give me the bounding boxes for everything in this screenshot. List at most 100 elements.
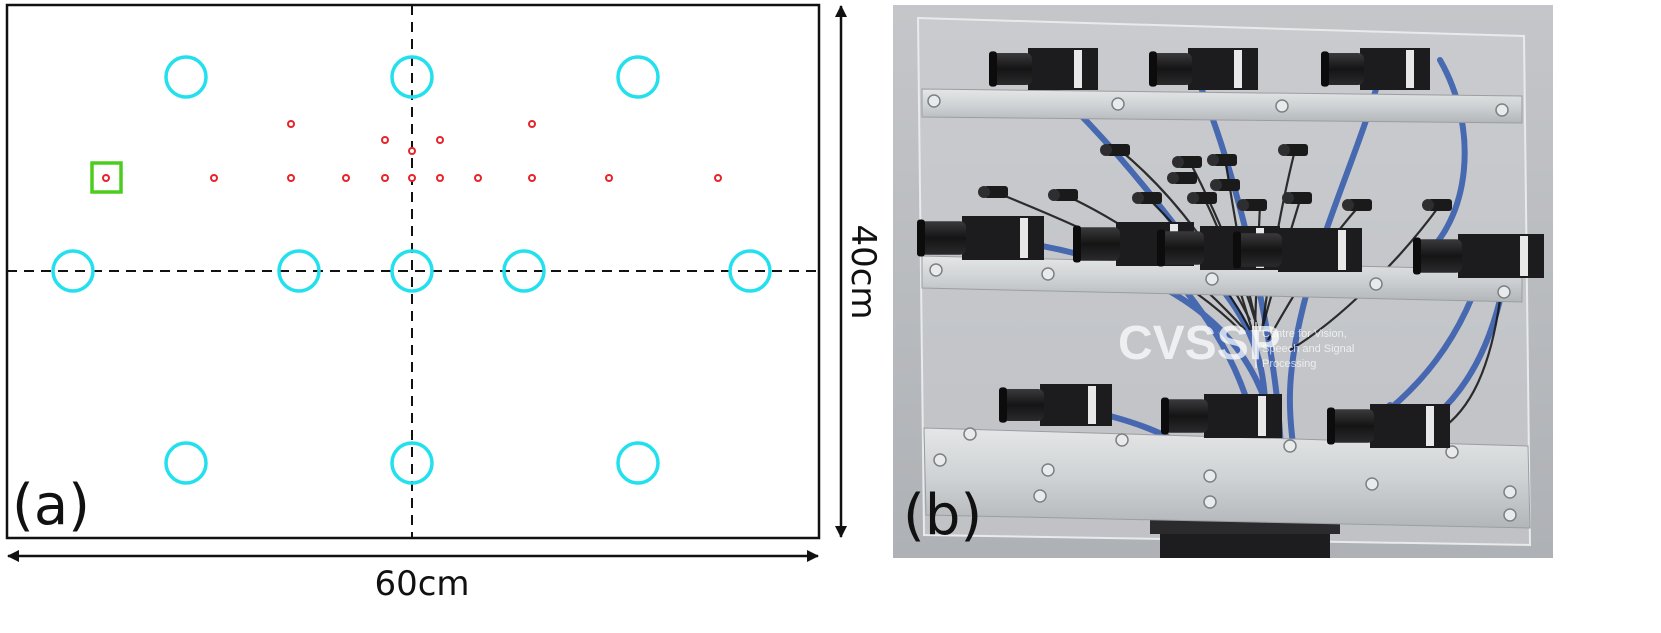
tripod-mount-plate (1150, 520, 1340, 534)
bolt (1033, 489, 1047, 503)
camera-lens (1416, 239, 1462, 273)
panel-b-label: (b) (903, 483, 982, 548)
bolt (1111, 97, 1125, 111)
target-point (287, 120, 295, 128)
lens-rim (1161, 397, 1169, 435)
camera-lens (1076, 227, 1120, 261)
sync-connector-tip (1167, 172, 1179, 184)
lens-rim (1413, 237, 1421, 275)
sync-connector (1138, 192, 1162, 204)
camera-positions (51, 55, 772, 485)
bolt (963, 427, 977, 441)
bolt (927, 94, 941, 108)
camera-label-stripe (1020, 218, 1028, 258)
target-point (474, 174, 482, 182)
camera-lens (1236, 233, 1282, 267)
camera-body (1360, 48, 1430, 90)
sync-connector-tip (1132, 192, 1144, 204)
sync-connector (1348, 199, 1372, 211)
bolt (1445, 445, 1459, 459)
camera-body (1370, 404, 1450, 448)
target-point (436, 174, 444, 182)
target-point (342, 174, 350, 182)
sync-connector-tip (1187, 192, 1199, 204)
sync-connector (1428, 199, 1452, 211)
cvssp-logo: CVSSP (1118, 317, 1281, 370)
camera-body (1458, 234, 1544, 278)
camera-label-stripe (1074, 50, 1082, 88)
sync-connector (1284, 144, 1308, 156)
rig-camera (1161, 394, 1282, 438)
bolt (1369, 277, 1383, 291)
sync-connector-tip (1207, 154, 1219, 166)
sync-connector-tip (1210, 179, 1222, 191)
reference-marker-square (90, 161, 123, 194)
camera-label-stripe (1258, 396, 1266, 436)
camera-position-circle (164, 441, 208, 485)
lens-rim (1233, 231, 1241, 269)
sync-connector (1288, 192, 1312, 204)
bolt (1503, 508, 1517, 522)
rig-camera (1321, 48, 1430, 90)
rig-camera (1233, 228, 1362, 272)
sync-connector (1213, 154, 1237, 166)
target-point (210, 174, 218, 182)
lens-rim (1321, 51, 1329, 87)
camera-lens (1330, 409, 1374, 443)
camera-lens (992, 53, 1032, 85)
camera-position-circle (502, 249, 546, 293)
lens-rim (1157, 229, 1165, 267)
sync-connector (1054, 189, 1078, 201)
bolt (929, 263, 943, 277)
sync-connector-tip (1282, 192, 1294, 204)
camera-lens (1164, 399, 1208, 433)
sync-connector-tip (1172, 156, 1184, 168)
target-point (605, 174, 613, 182)
camera-position-circle (164, 55, 208, 99)
camera-label-stripe (1088, 386, 1096, 424)
camera-position-circle (728, 249, 772, 293)
sync-connector-tip (1342, 199, 1354, 211)
bolt (1115, 433, 1129, 447)
camera-lens (1002, 389, 1044, 421)
camera-lens (920, 221, 966, 255)
target-point (381, 136, 389, 144)
cvssp-logo-subtext-2: Speech and Signal (1262, 343, 1354, 355)
camera-body (1278, 228, 1362, 272)
sync-connector (1193, 192, 1217, 204)
lens-rim (1073, 225, 1081, 263)
camera-body (1204, 394, 1282, 438)
sync-connector-tip (1237, 199, 1249, 211)
bolt (933, 453, 947, 467)
sync-connector-tip (978, 186, 990, 198)
bolt (1495, 103, 1509, 117)
camera-label-stripe (1406, 50, 1414, 88)
bolt (1503, 485, 1517, 499)
camera-position-circle (390, 441, 434, 485)
sync-connector-tip (1278, 144, 1290, 156)
target-point (408, 147, 416, 155)
sync-connector (1216, 179, 1240, 191)
bolt (1365, 477, 1379, 491)
bolt (1041, 463, 1055, 477)
cvssp-logo-subtext-3: Processing (1262, 358, 1316, 370)
target-point (528, 120, 536, 128)
camera-lens (1152, 53, 1192, 85)
height-dimension-label: 40cm (843, 224, 883, 319)
bolt (1497, 285, 1511, 299)
sync-connector-tip (1100, 144, 1112, 156)
aluminium-rails (921, 88, 1531, 529)
camera-label-stripe (1338, 230, 1346, 270)
sync-connector-tip (1048, 189, 1060, 201)
rig-cameras (917, 48, 1544, 448)
camera-body (962, 216, 1044, 260)
camera-lens (1324, 53, 1364, 85)
rig-camera (1149, 48, 1258, 90)
sync-connector-tip (1422, 199, 1434, 211)
panel-a-layout-diagram: (a) 60cm 40cm (5, 3, 883, 604)
target-points (102, 120, 722, 182)
camera-body (1040, 384, 1112, 426)
bolt (1203, 469, 1217, 483)
lens-rim (989, 51, 997, 87)
